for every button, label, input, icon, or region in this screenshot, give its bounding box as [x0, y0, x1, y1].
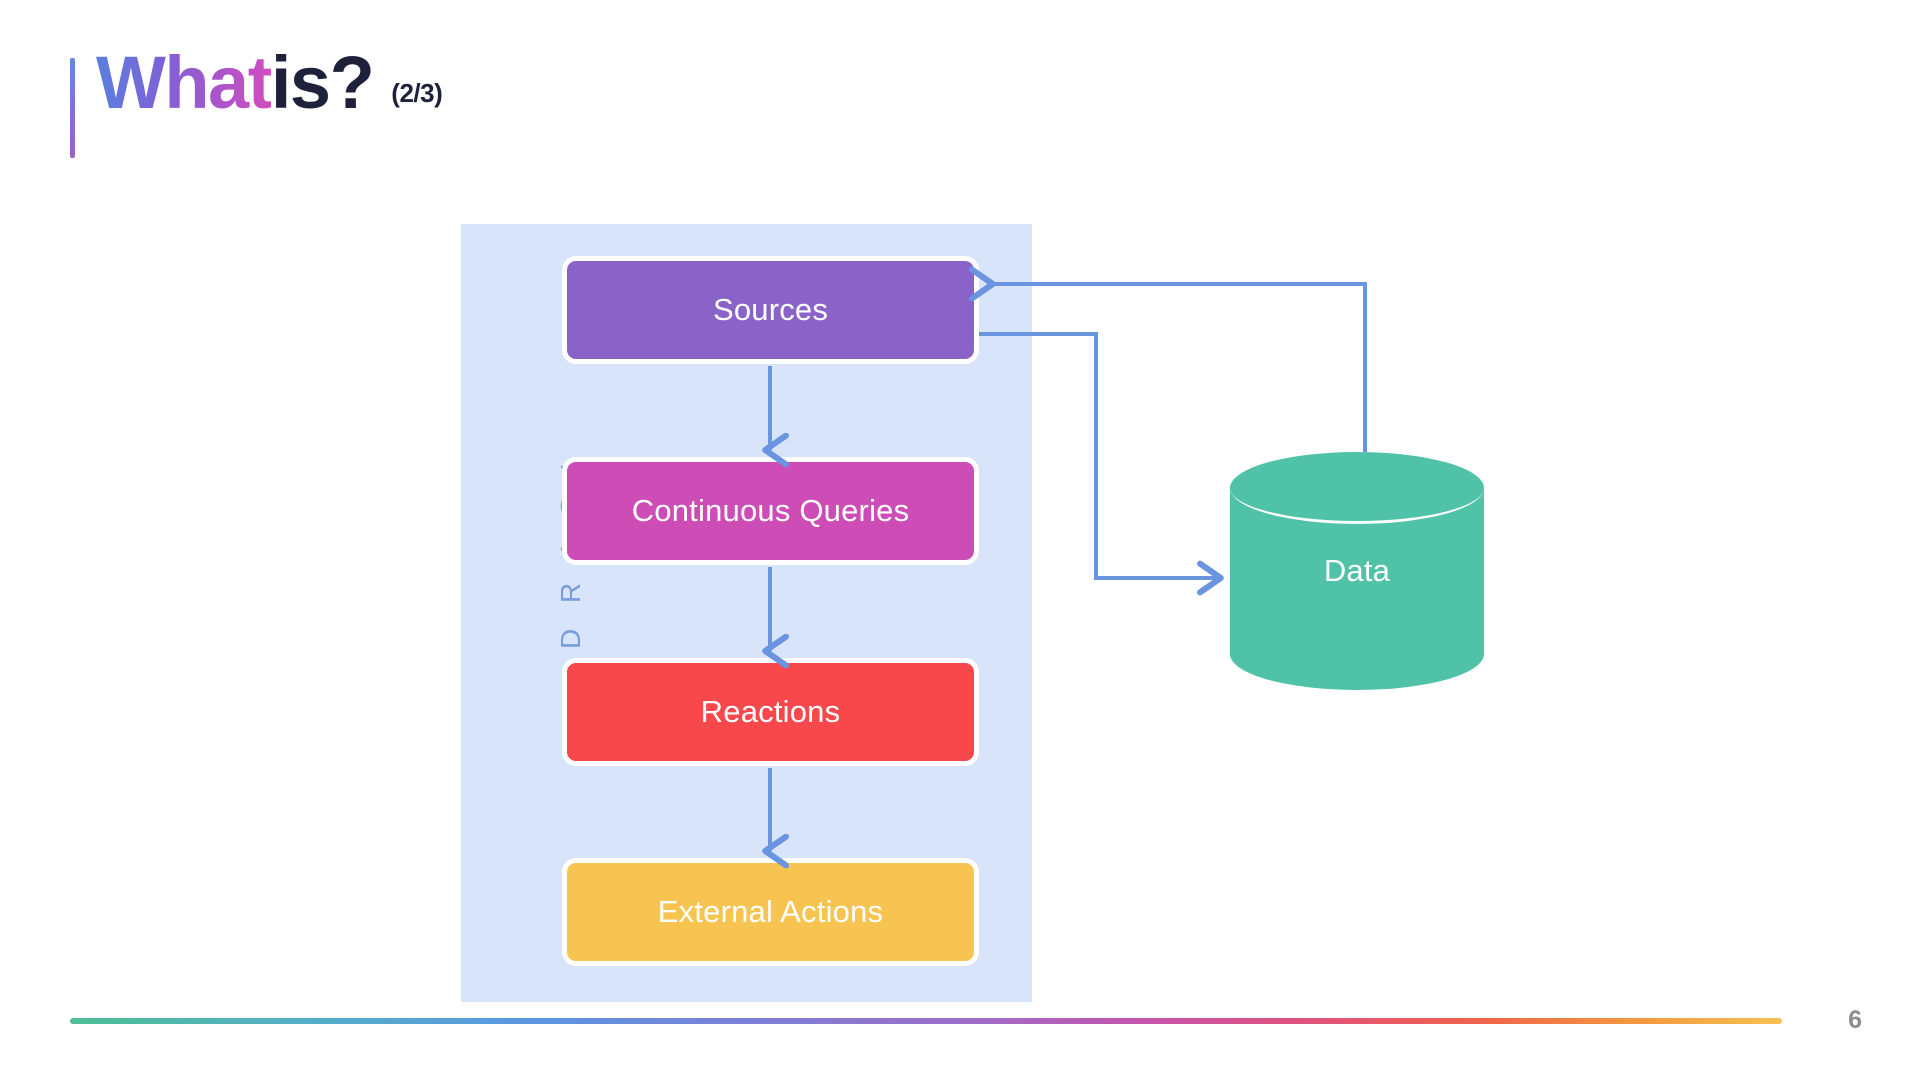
drasi-group-panel: [461, 224, 1032, 1002]
node-external-actions[interactable]: External Actions: [562, 858, 979, 966]
title-accent-bar: [70, 58, 75, 158]
title-step-counter: (2/3): [391, 78, 443, 108]
node-sources-label: Sources: [712, 292, 829, 327]
page-number: 6: [1848, 1006, 1862, 1034]
node-data-store[interactable]: Data: [1230, 452, 1484, 690]
title-word-dark: is?: [270, 41, 375, 124]
slide-header: Whatis? (2/3): [70, 46, 443, 158]
node-reactions[interactable]: Reactions: [562, 658, 979, 766]
page-title: Whatis?: [96, 46, 375, 120]
footer-gradient-rule: [70, 1018, 1782, 1024]
cylinder-bottom-ellipse: [1230, 618, 1484, 690]
title-word-gradient: What: [96, 41, 272, 124]
node-external-actions-label: External Actions: [657, 894, 884, 929]
cylinder-top-ellipse: [1230, 452, 1484, 524]
node-data-store-label: Data: [1323, 553, 1391, 588]
node-reactions-label: Reactions: [700, 694, 841, 729]
node-continuous-queries[interactable]: Continuous Queries: [562, 457, 979, 565]
edge-data-to-sources: [969, 266, 1367, 452]
edge-sources-to-data: [979, 332, 1224, 596]
cylinder-body: [1230, 488, 1484, 654]
node-sources[interactable]: Sources: [562, 256, 979, 364]
node-continuous-queries-label: Continuous Queries: [631, 493, 910, 528]
drasi-group-label: D R A S I: [555, 454, 586, 649]
